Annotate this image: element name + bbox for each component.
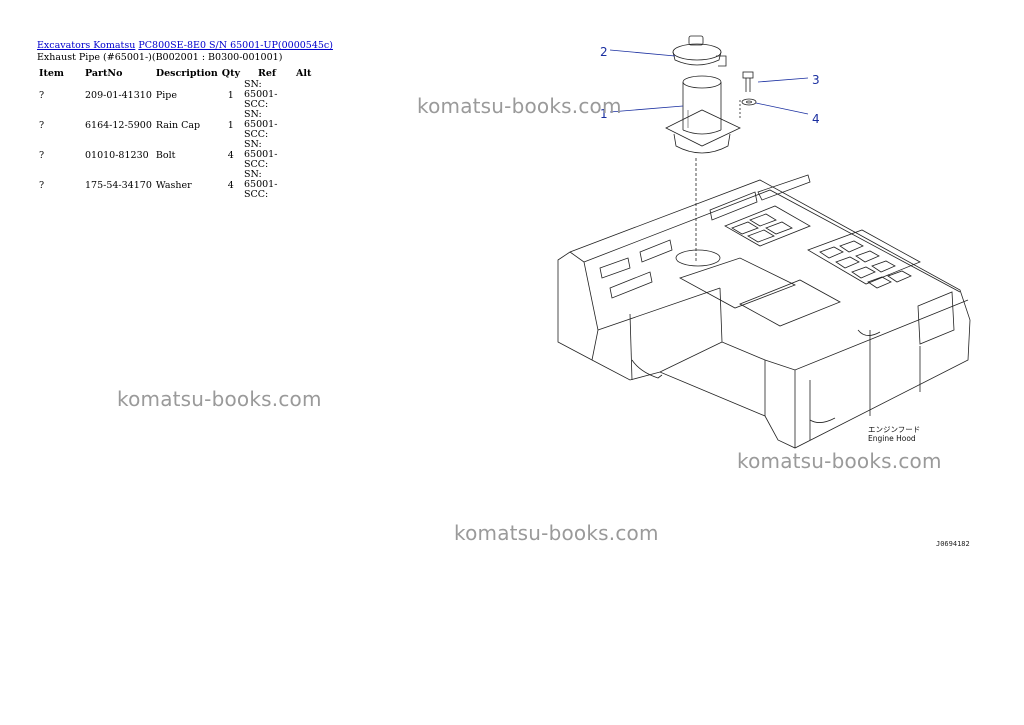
table-row: ? 01010-81230 Bolt 4 SN: 65001-SCC: [37, 140, 313, 170]
page-title: Exhaust Pipe (#65001-)(B002001 : B0300-0… [37, 52, 283, 63]
cell-alt [294, 170, 313, 200]
cell-alt [294, 110, 313, 140]
watermark: komatsu-books.com [737, 449, 942, 473]
parts-table: Item PartNo Description Qty Ref Alt ? 20… [37, 66, 313, 200]
cell-ref: SN: 65001-SCC: [243, 109, 278, 140]
cell-item: ? [39, 89, 45, 101]
cell-description: Pipe [155, 89, 178, 101]
column-header-partno: PartNo [85, 67, 123, 79]
cell-item: ? [39, 149, 45, 161]
cell-alt [294, 80, 313, 110]
watermark: komatsu-books.com [117, 387, 322, 411]
column-header-item: Item [39, 67, 64, 79]
washer-part [741, 98, 757, 106]
cell-ref: SN: 65001-SCC: [243, 79, 278, 110]
cell-partno: 209-01-41310 [85, 89, 152, 101]
cell-ref: SN: 65001-SCC: [243, 169, 278, 200]
cell-description: Bolt [155, 149, 176, 161]
column-header-ref: Ref [257, 67, 277, 79]
table-row: ? 209-01-41310 Pipe 1 SN: 65001-SCC: [37, 80, 313, 110]
parts-diagram: 1 2 3 4 エンジンフード Engine Hood J0694182 [557, 35, 971, 548]
callout-4: 4 [812, 112, 820, 126]
table-header-row: Item PartNo Description Qty Ref Alt [37, 66, 313, 80]
cell-ref: SN: 65001-SCC: [243, 139, 278, 170]
cell-qty: 1 [227, 119, 234, 131]
cell-alt [294, 140, 313, 170]
exhaust-pipe-part [665, 75, 741, 154]
breadcrumb-link-excavators[interactable]: Excavators Komatsu [37, 40, 136, 51]
cell-description: Rain Cap [155, 119, 201, 131]
cell-qty: 4 [227, 179, 234, 191]
cell-partno: 6164-12-5900 [85, 119, 152, 131]
table-row: ? 6164-12-5900 Rain Cap 1 SN: 65001-SCC: [37, 110, 313, 140]
engine-hood-label-en: Engine Hood [868, 434, 916, 443]
bolt-part [742, 71, 754, 92]
engine-hood-part [557, 174, 971, 449]
watermark: komatsu-books.com [417, 94, 622, 118]
callout-1: 1 [600, 107, 608, 121]
cell-item: ? [39, 119, 45, 131]
breadcrumb: Excavators Komatsu PC800SE-8E0 S/N 65001… [37, 40, 333, 52]
cell-item: ? [39, 179, 45, 191]
callout-2: 2 [600, 45, 608, 59]
breadcrumb-link-model[interactable]: PC800SE-8E0 S/N 65001-UP(0000545c) [138, 40, 333, 51]
column-header-alt: Alt [295, 67, 312, 79]
cell-partno: 01010-81230 [85, 149, 149, 161]
table-row: ? 175-54-34170 Washer 4 SN: 65001-SCC: [37, 170, 313, 200]
cell-partno: 175-54-34170 [85, 179, 152, 191]
rain-cap-part [672, 35, 727, 67]
drawing-code: J0694182 [936, 540, 970, 548]
cell-qty: 4 [227, 149, 234, 161]
cell-qty: 1 [227, 89, 234, 101]
column-header-description: Description [155, 67, 218, 79]
engine-hood-label-jp: エンジンフード [868, 425, 920, 434]
cell-description: Washer [155, 179, 192, 191]
callout-3: 3 [812, 73, 820, 87]
column-header-qty: Qty [221, 67, 240, 79]
watermark: komatsu-books.com [454, 521, 659, 545]
